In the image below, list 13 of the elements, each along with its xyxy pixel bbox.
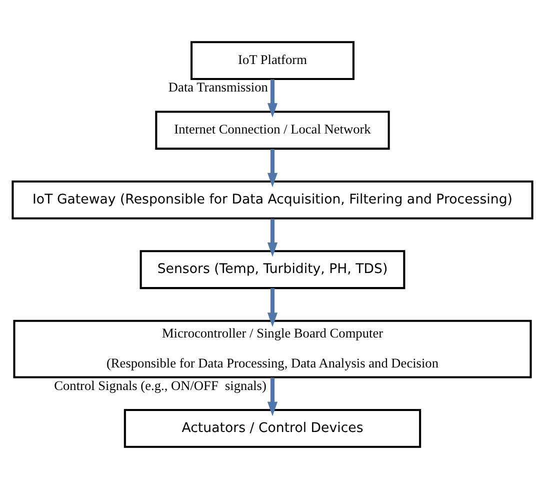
node-box: Internet Connection / Local Network — [155, 110, 390, 150]
node-box: Actuators / Control Devices — [124, 408, 422, 448]
node-box: Sensors (Temp, Turbidity, PH, TDS) — [140, 250, 406, 289]
node-box: Microcontroller / Single Board Computer (Responsible for Data Processing, Data Analysis and Decision — [13, 319, 532, 378]
node-box: IoT Platform — [190, 40, 354, 80]
arrow — [267, 78, 278, 118]
arrow — [267, 288, 278, 326]
node-box: IoT Gateway (Responsible for Data Acquisition, Filtering and Processing) — [12, 180, 534, 219]
arrow — [267, 148, 278, 187]
edge-label: Control Signals (e.g., ON/OFF signals) — [54, 378, 266, 393]
arrow — [267, 218, 278, 256]
edge-label: Data Transmission — [168, 79, 268, 94]
arrow — [267, 377, 278, 416]
